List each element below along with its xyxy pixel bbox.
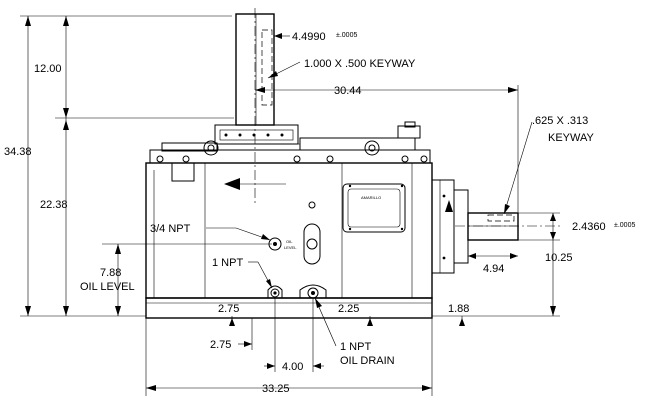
gearbox-housing: OIL LEVEL AMARILLO (145, 121, 469, 299)
dim-33-25-lines (145, 318, 433, 396)
base-dim-ticks (229, 316, 465, 328)
dim-input-keyway: 1.000 X .500 KEYWAY (304, 58, 416, 70)
dim-out-keyway-2: KEYWAY (548, 132, 595, 144)
output-rotation-arrow-icon (445, 200, 453, 212)
input-shaft-dims (267, 33, 301, 79)
dim-10-25-lines (432, 240, 560, 317)
output-keyway-leader (503, 121, 533, 215)
npt-1-leader (248, 261, 273, 289)
dim-output-shaft-tol: ±.0005 (614, 222, 635, 229)
name-plate (342, 183, 406, 233)
dim-2-75-b: 2.75 (210, 339, 231, 351)
dim-2-25: 2.25 (338, 303, 359, 315)
dim-input-shaft-tol: ±.0005 (336, 32, 357, 39)
dim-33-25: 33.25 (262, 383, 290, 395)
oil-plug-label-1: OIL (286, 239, 293, 244)
dim-22-38: 22.38 (40, 199, 68, 211)
breather-box (171, 162, 195, 182)
dim-2-75-a: 2.75 (218, 303, 239, 315)
oil-drain-leader (314, 297, 337, 347)
dim-10-25: 10.25 (545, 252, 573, 264)
oil-plug-label-2: LEVEL (284, 245, 297, 250)
dim-12-00: 12.00 (34, 63, 62, 75)
dim-oil-level-label: OIL LEVEL (80, 281, 135, 293)
dim-7-88: 7.88 (100, 267, 121, 279)
dim-34-38: 34.38 (4, 146, 32, 158)
dim-4-94-lines (467, 250, 518, 262)
dim-out-keyway-1: .625 X .313 (532, 115, 588, 127)
name-plate-text: AMARILLO (361, 195, 381, 200)
dim-30-44-lines (255, 85, 519, 212)
dim-2-75-b-lines (238, 318, 253, 350)
dim-drain-1: 1 NPT (340, 341, 371, 353)
dim-npt-3-4: 3/4 NPT (150, 223, 191, 235)
dim-drain-2: OIL DRAIN (340, 355, 395, 367)
npt-3-4-leader (206, 227, 271, 241)
dim-4-00-lines (264, 298, 324, 372)
output-shaft-dims (518, 212, 560, 241)
lifting-eye-left-icon (203, 140, 219, 156)
base-plate (145, 284, 433, 319)
dim-30-44: 30.44 (334, 85, 362, 97)
dim-npt-1: 1 NPT (212, 257, 243, 269)
dim-4-00: 4.00 (282, 361, 303, 373)
oil-sight-gauge (303, 223, 321, 265)
input-shaft (235, 8, 275, 205)
dim-output-shaft-dia: 2.4360 (572, 221, 606, 233)
left-dimensions (20, 15, 272, 317)
dim-input-shaft-dia: 4.4990 (292, 31, 326, 43)
output-shaft (455, 212, 560, 241)
dim-1-88: 1.88 (448, 303, 469, 315)
rotation-arrow-icon (224, 178, 240, 190)
breather-cap (397, 125, 421, 139)
lifting-eye-right-icon (364, 140, 380, 156)
dim-4-94: 4.94 (483, 263, 504, 275)
oil-fill-port-icon (270, 288, 280, 298)
